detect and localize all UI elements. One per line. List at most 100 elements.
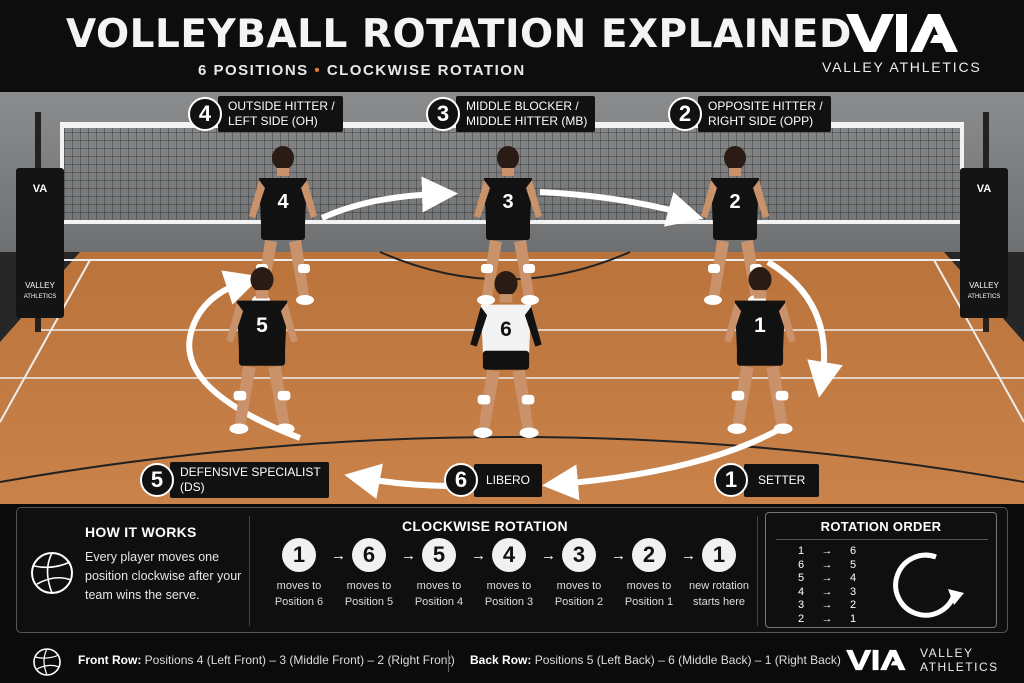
step-line1: new rotation [689,580,749,592]
panel-divider [757,516,758,626]
step-line1: moves to [626,580,672,592]
rotation-order-row: 4→3 [792,586,862,599]
valley-athletics-logo: VA [846,14,958,52]
subtitle-positions: 6 POSITIONS [198,62,309,79]
position-4-badge: 4 [188,97,222,131]
step-line1: moves to [486,580,532,592]
order-from: 4 [797,585,805,598]
step-number-badge: 4 [492,538,526,572]
header: VOLLEYBALL ROTATION EXPLAINED 6 POSITION… [0,0,1024,92]
order-to: 5 [849,558,857,571]
footer-logo [846,649,906,671]
label-outside-hitter: 4 OUTSIDE HITTER / LEFT SIDE (OH) [188,94,343,134]
step-arrow-icon: → [471,547,486,564]
pad-brand-right-1: VALLEY [969,281,999,290]
arrow-6-to-5 [344,463,449,499]
position-4-role-line1: OUTSIDE HITTER / [228,99,335,113]
position-5-badge: 5 [140,463,174,497]
step-line2: Position 4 [414,596,464,608]
footer-brand-line2: ATHLETICS [920,660,999,674]
pad-brand-left-1: VALLEY [25,281,55,290]
step-line2: Position 3 [484,596,534,608]
player-5: 5 [226,267,298,434]
step-text: moves to Position 4 [399,578,479,610]
step-line1: moves to [276,580,322,592]
step-text: moves to Position 1 [609,578,689,610]
back-row-text: Positions 5 (Left Back) – 6 (Middle Back… [534,653,841,667]
rotation-step: 4 moves to Position 3 [469,538,549,610]
footer: Front Row: Positions 4 (Left Front) – 3 … [0,638,1024,683]
rotation-order-title: ROTATION ORDER [820,519,942,534]
pad-logo-right: VA [977,183,992,195]
position-3-role-line1: MIDDLE BLOCKER / [466,99,579,113]
step-line2: Position 5 [344,596,394,608]
front-row-label: Front Row: [78,653,142,667]
position-1-badge: 1 [714,463,748,497]
step-text: moves to Position 3 [469,578,549,610]
step-line1: moves to [346,580,392,592]
how-it-works-text: Every player moves one position clockwis… [85,550,242,602]
step-arrow-icon: → [331,547,346,564]
order-to: 6 [849,545,857,557]
label-libero: 6 LIBERO [444,460,543,500]
pad-brand-right-2: ATHLETICS [968,294,1001,300]
jersey-number: 3 [502,191,513,213]
position-2-role: OPPOSITE HITTER / RIGHT SIDE (OPP) [698,96,831,132]
position-5-role-line2: (DS) [180,480,205,494]
volleyball-icon [31,552,73,594]
player-1: 1 [724,267,796,434]
back-row-note: Back Row: Positions 5 (Left Back) – 6 (M… [470,653,841,667]
step-arrow-icon: → [681,547,696,564]
footer-divider [448,650,449,672]
brand-name: VALLEY ATHLETICS [822,59,982,75]
step-line2: Position 2 [554,596,604,608]
court-scene: VA VALLEY ATHLETICS VA VALLEY ATHLETICS … [0,92,1024,504]
order-arrow-icon: → [821,545,833,557]
step-arrow-icon: → [401,547,416,564]
back-row-label: Back Row: [470,653,532,667]
clockwise-cycle-icon [893,552,964,618]
step-text: moves to Position 5 [329,578,409,610]
pad-brand-left-2: ATHLETICS [24,294,57,300]
order-arrow-icon: → [821,572,833,584]
label-middle-blocker: 3 MIDDLE BLOCKER / MIDDLE HITTER (MB) [426,94,596,134]
order-from: 2 [797,612,805,625]
subtitle-rotation: CLOCKWISE ROTATION [326,62,526,79]
order-from: 5 [797,572,805,584]
step-number-badge: 1 [282,538,316,572]
panel-divider [249,516,250,626]
jersey-number: 4 [277,191,289,213]
label-setter: 1 SETTER [714,460,820,500]
order-to: 4 [849,572,857,584]
position-6-role: LIBERO [474,463,543,497]
footer-brand-line1: VALLEY [920,646,974,660]
step-number-badge: 5 [422,538,456,572]
position-3-badge: 3 [426,97,460,131]
position-1-role: SETTER [744,463,820,497]
page-title: VOLLEYBALL ROTATION EXPLAINED [66,12,852,57]
jersey-number: 1 [754,314,766,337]
step-line1: moves to [416,580,462,592]
position-5-role: DEFENSIVE SPECIALIST (DS) [170,462,329,498]
subtitle-separator: • [314,62,322,79]
order-from: 3 [797,599,805,611]
rotation-order-divider [776,539,988,540]
arrow-4-to-3 [320,176,458,221]
front-row-note: Front Row: Positions 4 (Left Front) – 3 … [78,653,455,667]
arrow-3-to-2 [539,189,704,227]
footer-brand: VALLEY ATHLETICS [920,646,999,674]
order-to: 1 [849,612,857,625]
label-defensive-specialist: 5 DEFENSIVE SPECIALIST (DS) [140,460,329,500]
step-line2: Position 1 [624,596,674,608]
court-illustration: VA VALLEY ATHLETICS VA VALLEY ATHLETICS … [0,92,1024,504]
player-2: 2 [701,146,769,305]
volleyball-icon [33,648,61,676]
player-6: 6 [470,271,542,438]
step-number-badge: 3 [562,538,596,572]
position-4-role: OUTSIDE HITTER / LEFT SIDE (OH) [218,96,343,132]
position-2-role-line1: OPPOSITE HITTER / [708,99,823,113]
